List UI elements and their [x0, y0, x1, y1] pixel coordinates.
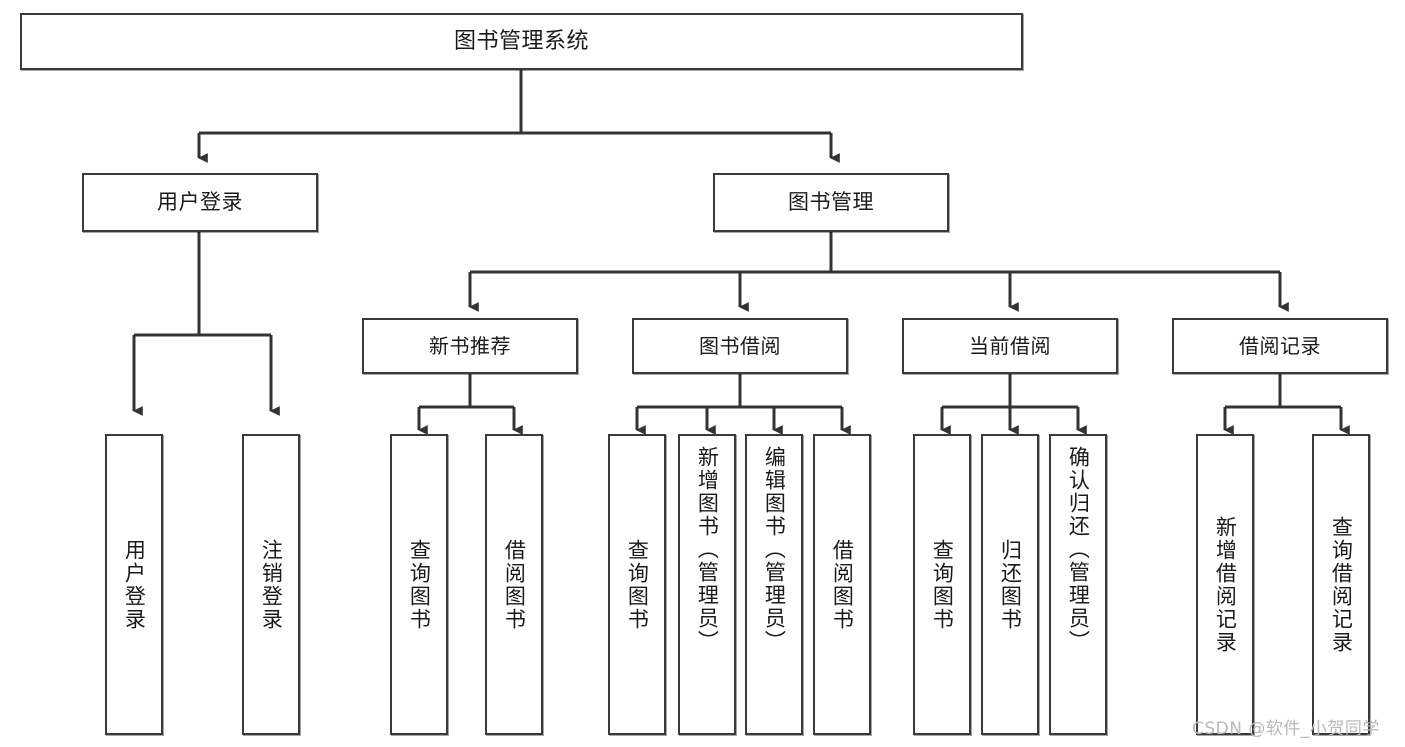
- node-label: 查询借阅记录: [1329, 515, 1354, 654]
- leaf-user-login-signout[interactable]: 注销登录: [242, 434, 300, 735]
- leaf-borrow-borrow-book[interactable]: 借阅图书: [813, 434, 871, 735]
- node-label: 图书管理: [788, 190, 874, 215]
- leaf-current-query-book[interactable]: 查询图书: [913, 434, 971, 735]
- watermark-text: CSDN @软件_小贺同学: [1192, 719, 1380, 739]
- leaf-recommend-borrow-book[interactable]: 借阅图书: [485, 434, 543, 735]
- node-label: 图书管理系统: [453, 28, 589, 54]
- node-current-borrow[interactable]: 当前借阅: [902, 318, 1118, 374]
- node-label: 图书借阅: [699, 333, 781, 358]
- node-label: 当前借阅: [969, 333, 1051, 358]
- node-label: 借阅记录: [1239, 333, 1321, 358]
- node-book-management[interactable]: 图书管理: [713, 173, 949, 232]
- leaf-record-add-record[interactable]: 新增借阅记录: [1196, 434, 1254, 735]
- node-label: 借阅图书: [502, 538, 527, 631]
- node-label: 编辑图书（管理员）: [762, 446, 787, 653]
- node-label: 归还图书: [998, 538, 1023, 631]
- node-label: 查询图书: [407, 538, 432, 631]
- leaf-borrow-edit-book-admin[interactable]: 编辑图书（管理员）: [745, 434, 803, 735]
- node-label: 借阅图书: [830, 538, 855, 631]
- leaf-record-query-record[interactable]: 查询借阅记录: [1312, 434, 1370, 735]
- node-label: 查询图书: [625, 538, 650, 631]
- node-label: 查询图书: [930, 538, 955, 631]
- node-label: 新书推荐: [429, 333, 511, 358]
- leaf-borrow-query-book[interactable]: 查询图书: [608, 434, 666, 735]
- node-borrow-record[interactable]: 借阅记录: [1172, 318, 1388, 374]
- leaf-borrow-add-book-admin[interactable]: 新增图书（管理员）: [678, 434, 736, 735]
- leaf-current-confirm-return-admin[interactable]: 确认归还（管理员）: [1049, 434, 1107, 735]
- node-book-borrow[interactable]: 图书借阅: [632, 318, 848, 374]
- node-label: 新增借阅记录: [1213, 515, 1238, 654]
- node-user-login[interactable]: 用户登录: [82, 173, 318, 232]
- node-label: 确认归还（管理员）: [1066, 446, 1091, 653]
- leaf-user-login-signin[interactable]: 用户登录: [105, 434, 163, 735]
- leaf-recommend-query-book[interactable]: 查询图书: [390, 434, 448, 735]
- leaf-current-return-book[interactable]: 归还图书: [981, 434, 1039, 735]
- node-label: 新增图书（管理员）: [695, 446, 720, 653]
- node-book-management-system[interactable]: 图书管理系统: [20, 13, 1023, 70]
- node-label: 用户登录: [157, 190, 243, 215]
- node-label: 注销登录: [259, 538, 284, 631]
- node-new-book-recommend[interactable]: 新书推荐: [362, 318, 578, 374]
- node-label: 用户登录: [122, 538, 147, 631]
